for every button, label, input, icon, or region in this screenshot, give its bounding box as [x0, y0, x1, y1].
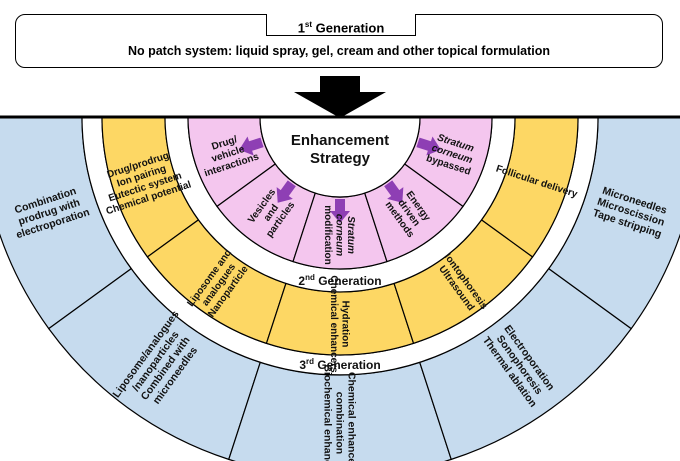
inner-label-3-line-2: corneum	[334, 214, 345, 256]
purple-arrow-icon	[276, 180, 296, 203]
purple-arrow-icon	[416, 136, 441, 156]
second-generation-label: 2nd Generation	[298, 273, 381, 288]
second-gen-label-3-line-1: Hydration	[339, 301, 350, 348]
purple-arrow-icon	[239, 136, 264, 156]
center-title-line1: Enhancement	[291, 132, 389, 149]
first-generation-title-rest: Generation	[312, 20, 385, 36]
first-generation-title-sup: st	[304, 20, 313, 29]
second-gen-label-3-line-2: Chemical enhancers	[328, 275, 339, 373]
down-arrow-icon	[290, 76, 390, 118]
inner-label-3-line-3: modification	[322, 205, 333, 264]
third-gen-label-3-line-1: Chemical enhancers	[345, 372, 357, 461]
third-gen-label-3: Chemical enhancerscombinationBiochemical…	[321, 364, 357, 461]
purple-arrow-icon	[384, 180, 404, 203]
third-gen-label-3-line-2: combination	[333, 392, 345, 454]
third-gen-label-3-line-3: Biochemical enhancers	[321, 364, 333, 461]
inner-label-3-line-1: Stratum	[345, 216, 356, 254]
first-generation-title-tab: 1st Generation	[266, 14, 416, 36]
center-title-line2: Strategy	[310, 150, 371, 167]
first-generation-description: No patch system: liquid spray, gel, crea…	[127, 44, 551, 58]
center-disk	[259, 116, 421, 198]
first-generation-title-number: 1	[297, 20, 305, 36]
purple-arrow-icon	[330, 199, 350, 223]
third-generation-label: 3rd Generation	[299, 357, 380, 372]
